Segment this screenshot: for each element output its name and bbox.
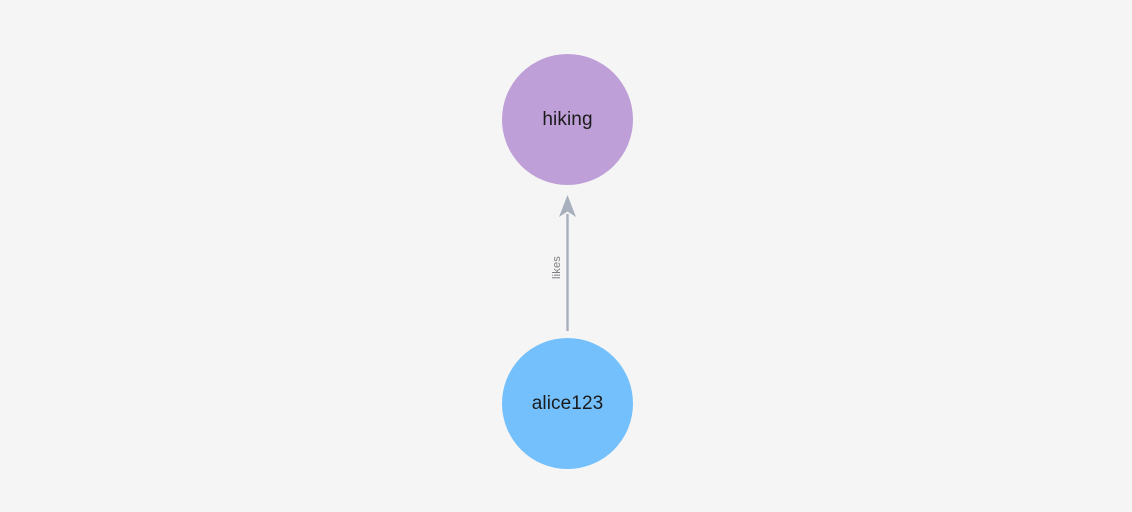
- graph-node-label: alice123: [531, 393, 604, 414]
- edge-label-likes: likes: [551, 255, 563, 279]
- edge-alice123-likes-hiking[interactable]: [559, 195, 576, 331]
- graph-node-label: hiking: [542, 109, 593, 130]
- arrowhead-icon: [559, 195, 576, 217]
- graph-node-hiking[interactable]: hiking: [502, 54, 633, 185]
- graph-node-alice123[interactable]: alice123: [502, 338, 633, 469]
